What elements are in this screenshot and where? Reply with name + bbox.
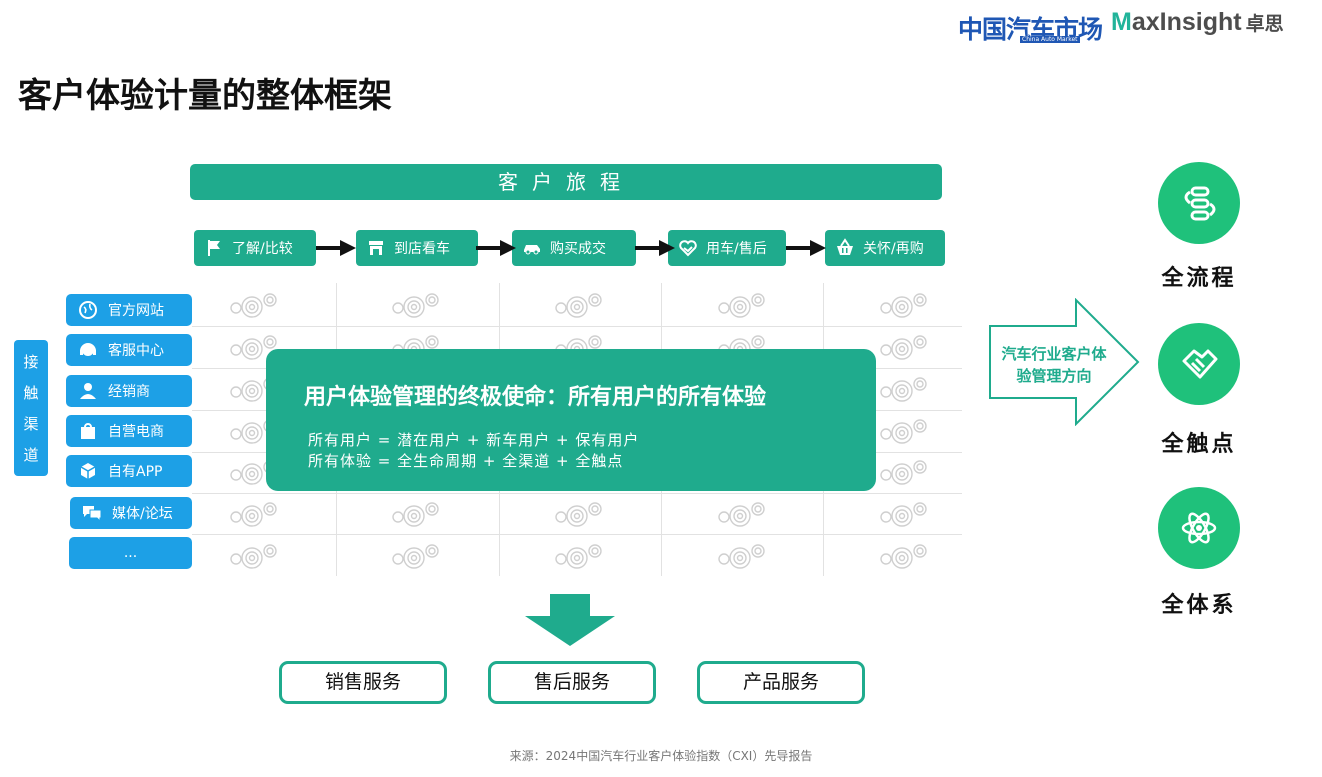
mission-line-experiences: 所有体验 = 全生命周期 + 全渠道 + 全触点 <box>308 452 624 470</box>
globe-icon <box>79 301 97 319</box>
page-title: 客户体验计量的整体框架 <box>18 76 392 116</box>
service-sales: 销售服务 <box>279 661 447 704</box>
touchpoint-placeholder-icon <box>718 544 765 569</box>
touchpoint-placeholder-icon <box>392 293 439 318</box>
channel-own-ecommerce: 自营电商 <box>66 415 192 447</box>
channel-media-forum: 媒体/论坛 <box>70 497 192 529</box>
touchpoint-placeholder-icon <box>880 544 927 569</box>
touchpoint-placeholder-icon <box>230 544 277 569</box>
channel-dealer: 经销商 <box>66 375 192 407</box>
touchpoint-placeholder-icon <box>880 419 927 444</box>
arrow-right-icon <box>635 240 675 256</box>
channel-label: 媒体/论坛 <box>112 506 173 522</box>
stage-store-visit: 到店看车 <box>356 230 478 266</box>
arrow-right-icon <box>316 240 356 256</box>
pillar-circle-system <box>1158 487 1240 569</box>
touchpoint-placeholder-icon <box>555 502 602 527</box>
touchpoint-placeholder-icon <box>880 377 927 402</box>
channel-label: 官方网站 <box>108 303 164 319</box>
grid-row-line <box>192 326 962 327</box>
china-auto-market-logo: 中国汽车市场 China Auto Market <box>958 15 1103 44</box>
grid-row-line <box>192 534 962 535</box>
grid-row-line <box>192 493 962 494</box>
flag-icon <box>208 240 220 256</box>
pillar-circle-flow <box>1158 162 1240 244</box>
touchpoint-placeholder-icon <box>718 293 765 318</box>
customer-journey-bar: 客户旅程 <box>190 164 942 200</box>
cube-icon <box>80 463 96 479</box>
channel-label: 自营电商 <box>108 424 164 440</box>
touchpoint-placeholder-icon <box>555 544 602 569</box>
touchpoint-placeholder-icon <box>230 502 277 527</box>
direction-arrow-icon <box>989 298 1140 426</box>
stage-care-repurchase: 关怀/再购 <box>825 230 945 266</box>
atom-icon <box>1181 512 1217 544</box>
touchpoint-placeholder-icon <box>880 335 927 360</box>
channel-service-center: 客服中心 <box>66 334 192 366</box>
down-arrow-icon <box>525 594 615 646</box>
touchpoint-placeholder-icon <box>880 502 927 527</box>
pillar-label: 全体系 <box>1161 593 1237 618</box>
stage-understand-compare: 了解/比较 <box>194 230 316 266</box>
touchpoint-placeholder-icon <box>880 460 927 485</box>
chat-bubbles-icon <box>83 506 102 523</box>
stage-purchase: 购买成交 <box>512 230 636 266</box>
channel-label-char: 渠 <box>23 415 39 433</box>
mission-box: 用户体验管理的终极使命：所有用户的所有体验 所有用户 = 潜在用户 + 新车用户… <box>266 349 876 491</box>
channel-label-char: 触 <box>23 384 39 402</box>
handshake-icon <box>1182 349 1218 379</box>
touchpoint-placeholder-icon <box>718 502 765 527</box>
source-note: 来源：2024中国汽车行业客户体验指数（CXI）先导报告 <box>509 749 813 763</box>
mission-title: 用户体验管理的终极使命：所有用户的所有体验 <box>304 385 767 410</box>
stage-label: 了解/比较 <box>232 241 293 257</box>
pillar-label: 全触点 <box>1161 432 1237 457</box>
touchpoint-placeholder-icon <box>392 544 439 569</box>
direction-text: 汽车行业客户体验管理方向 <box>1001 345 1107 385</box>
service-aftersales: 售后服务 <box>488 661 656 704</box>
touchpoint-placeholder-icon <box>230 293 277 318</box>
touchpoint-placeholder-icon <box>230 335 277 360</box>
contact-channels-label: 接 触 渠 道 <box>14 340 48 476</box>
stage-label: 购买成交 <box>550 241 606 257</box>
pillar-circle-touchpoints <box>1158 323 1240 405</box>
stage-label: 到店看车 <box>394 241 450 257</box>
stage-use-aftersales: 用车/售后 <box>668 230 786 266</box>
flow-icon <box>1184 186 1216 221</box>
store-icon <box>369 241 383 255</box>
car-icon <box>524 245 540 255</box>
headset-icon <box>80 343 96 356</box>
channel-own-app: 自有APP <box>66 455 192 487</box>
arrow-right-icon <box>476 240 516 256</box>
shopping-bag-icon <box>81 423 95 439</box>
stage-label: 用车/售后 <box>706 241 767 257</box>
stage-label: 关怀/再购 <box>863 241 924 257</box>
channel-label: 经销商 <box>108 384 150 400</box>
channel-label-char: 道 <box>23 446 39 464</box>
touchpoint-placeholder-icon <box>392 502 439 527</box>
pillar-label: 全流程 <box>1161 266 1237 291</box>
channel-label-char: 接 <box>23 353 39 371</box>
person-icon <box>80 383 96 399</box>
touchpoint-placeholder-icon <box>555 293 602 318</box>
channel-label: 自有APP <box>108 464 163 480</box>
mission-line-users: 所有用户 = 潜在用户 + 新车用户 + 保有用户 <box>308 431 640 449</box>
channel-more: ... <box>69 537 192 569</box>
basket-icon <box>837 238 853 255</box>
touchpoint-placeholder-icon <box>880 293 927 318</box>
channel-official-website: 官方网站 <box>66 294 192 326</box>
service-product: 产品服务 <box>697 661 865 704</box>
channel-label: ... <box>123 545 138 561</box>
handshake-heart-icon <box>679 240 697 257</box>
arrow-right-icon <box>786 240 826 256</box>
channel-label: 客服中心 <box>108 343 164 359</box>
